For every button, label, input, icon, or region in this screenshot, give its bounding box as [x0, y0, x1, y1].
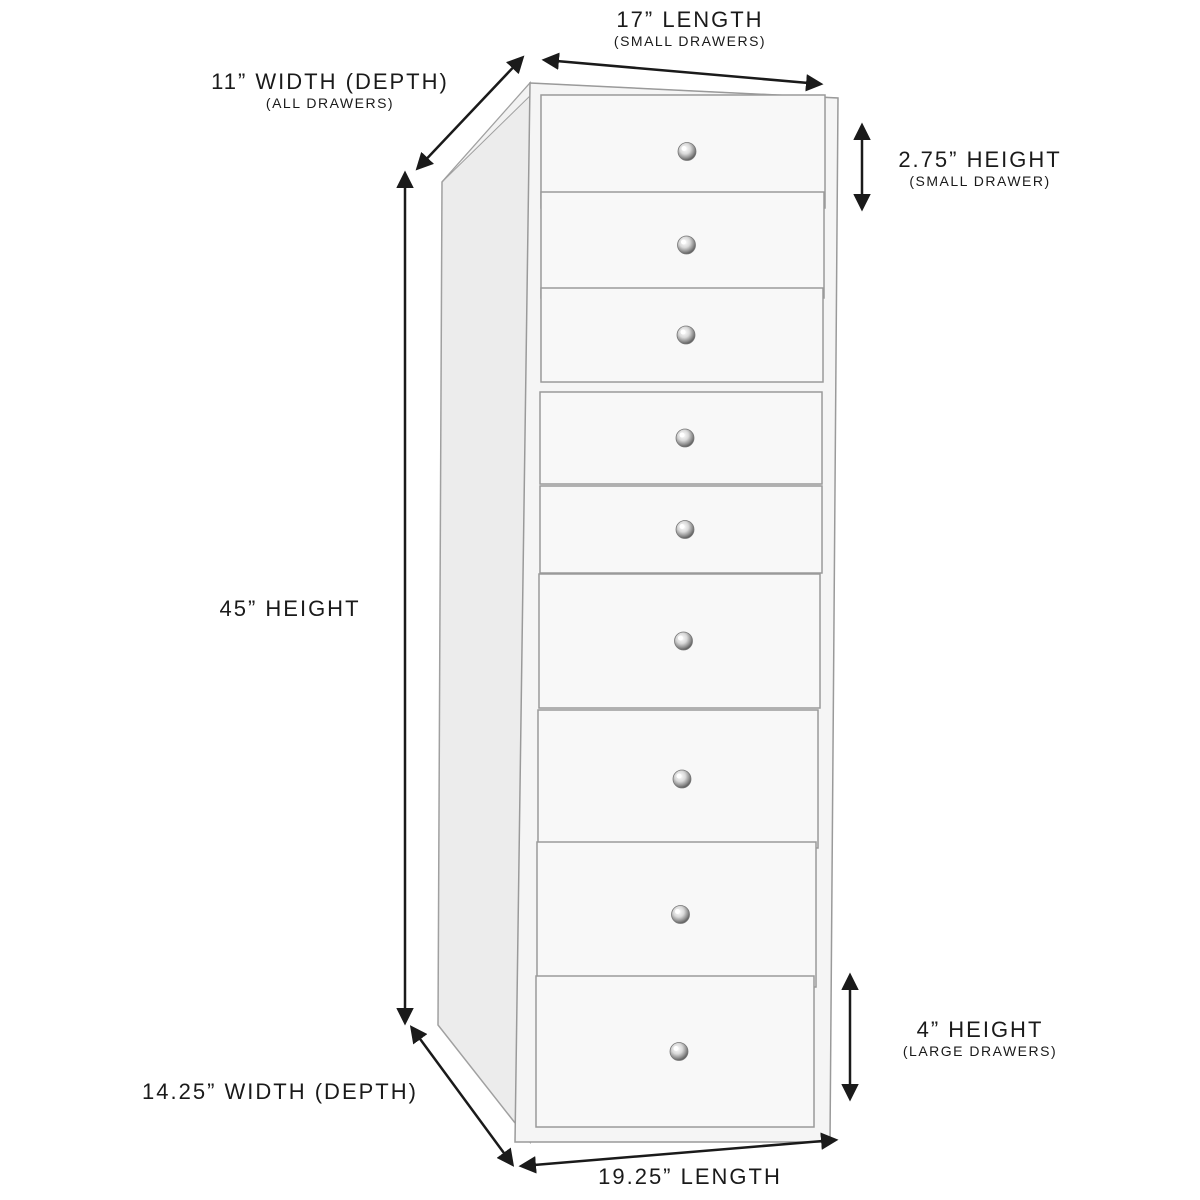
crystal-knob-icon[interactable]: [669, 1042, 689, 1061]
top-depth-dimension-line: [415, 55, 525, 171]
small-height-subtext: (SMALL DRAWER): [909, 173, 1051, 190]
small-height-label: 2.75” HEIGHT (SMALL DRAWER): [880, 147, 1080, 190]
crystal-knob-icon[interactable]: [676, 325, 696, 345]
bottom-length-text: 19.25” LENGTH: [598, 1164, 782, 1189]
knob-highlight: [680, 329, 686, 335]
knob-highlight: [675, 909, 680, 914]
total-height-text: 45” HEIGHT: [219, 596, 361, 621]
large-height-text: 4” HEIGHT: [916, 1017, 1044, 1042]
top-length-text: 17” LENGTH: [616, 7, 764, 32]
top-length-dimension-line: [541, 52, 824, 92]
drawer-stack: [535, 94, 826, 1128]
total-height-label: 45” HEIGHT: [195, 596, 385, 621]
crystal-knob-icon[interactable]: [674, 631, 693, 651]
crystal-knob-icon[interactable]: [671, 905, 690, 924]
bottom-depth-label: 14.25” WIDTH (DEPTH): [125, 1079, 435, 1104]
large-height-subtext: (LARGE DRAWERS): [902, 1043, 1058, 1060]
knob-highlight: [676, 773, 682, 779]
knob-highlight: [681, 239, 686, 245]
crystal-knob-icon[interactable]: [677, 142, 697, 161]
top-depth-text: 11” WIDTH (DEPTH): [211, 69, 449, 94]
knob-highlight: [679, 524, 685, 529]
knob-highlight: [673, 1046, 679, 1051]
knob-highlight: [681, 146, 687, 151]
top-depth-subtext: (ALL DRAWERS): [265, 95, 395, 112]
crystal-knob-icon[interactable]: [675, 520, 695, 539]
crystal-knob-icon[interactable]: [675, 428, 695, 448]
crystal-knob-icon[interactable]: [672, 769, 692, 789]
crystal-knob-icon[interactable]: [677, 235, 696, 255]
bottom-depth-text: 14.25” WIDTH (DEPTH): [142, 1079, 418, 1104]
small-height-text: 2.75” HEIGHT: [898, 147, 1062, 172]
bottom-length-label: 19.25” LENGTH: [575, 1164, 805, 1189]
bottom-length-dimension-line: [518, 1132, 839, 1174]
top-length-label: 17” LENGTH (SMALL DRAWERS): [560, 7, 820, 50]
top-length-subtext: (SMALL DRAWERS): [613, 33, 767, 50]
knob-highlight: [679, 432, 685, 438]
cabinet-side-panel: [437, 81, 531, 1145]
knob-highlight: [678, 635, 683, 641]
large-height-label: 4” HEIGHT (LARGE DRAWERS): [870, 1017, 1090, 1060]
top-depth-label: 11” WIDTH (DEPTH) (ALL DRAWERS): [180, 69, 480, 112]
bottom-depth-dimension-line: [409, 1025, 515, 1167]
